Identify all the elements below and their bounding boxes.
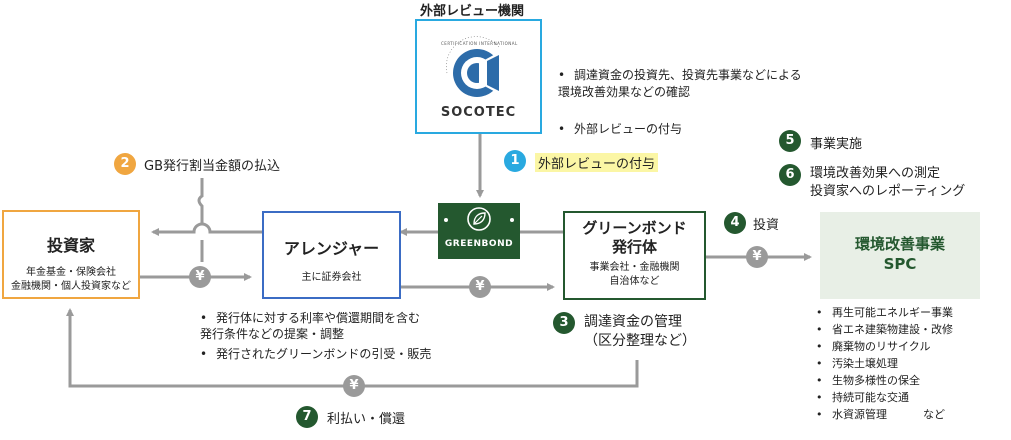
review-org-bullets: 調達資金の投資先、投資先事業などによる 環境改善効果などの確認 外部レビューの付…	[558, 50, 802, 155]
yen-icon-investor-arranger: ¥	[189, 266, 211, 288]
spc-items-suffix: など	[923, 408, 945, 421]
investor-box: 投資家 年金基金・保険会社 金融機関・個人投資家など	[2, 210, 140, 299]
step-7-label: 利払い・償還	[327, 412, 406, 427]
investor-sub: 年金基金・保険会社 金融機関・個人投資家など	[11, 267, 131, 292]
greenbond-dot-right	[510, 218, 514, 222]
arranger-title: アレンジャー	[283, 239, 380, 258]
spc-item-2: 省エネ建築物建設・改修	[816, 321, 953, 338]
arranger-bullets: 発行体に対する利率や償還期間を含む 発行条件などの提案・調整 発行されたグリーン…	[200, 310, 431, 362]
logo-ring-text: CERTIFICATION INTERNATIONAL	[441, 41, 518, 46]
issuer-sub: 事業会社・金融機関 自治体など	[589, 262, 680, 287]
spc-item-7-text: 水資源管理	[832, 408, 887, 421]
review-bullet-2: 外部レビューの付与	[558, 121, 802, 138]
socotec-logo	[446, 36, 501, 97]
step-5-label: 事業実施	[810, 137, 863, 152]
step-1-label: 外部レビューの付与	[535, 153, 659, 172]
step-6-label: 環境改善効果への測定 投資家へのレポーティング	[810, 166, 966, 199]
spc-item-1: 再生可能エネルギー事業	[816, 304, 953, 321]
spc-box: 環境改善事業 SPC	[820, 212, 980, 299]
spc-title: 環境改善事業 SPC	[854, 235, 945, 273]
issuer-title: グリーンボンド 発行体	[582, 219, 687, 256]
review-org-title: 外部レビュー機関	[420, 4, 525, 19]
line-payment-from-label	[197, 178, 204, 224]
spc-item-6: 持続可能な交通	[816, 389, 953, 406]
issuer-box: グリーンボンド 発行体 事業会社・金融機関 自治体など	[563, 211, 706, 300]
arranger-sub: 主に証券会社	[301, 272, 362, 283]
spc-item-4: 汚染土壌処理	[816, 355, 953, 372]
step-3-label: 調達資金の管理 （区分整理など）	[584, 314, 696, 349]
arranger-bullet-2: 発行されたグリーンボンドの引受・販売	[200, 346, 431, 362]
greenbond-dot-left	[444, 218, 448, 222]
leaf-icon	[467, 207, 491, 231]
step-4-badge: 4	[724, 212, 746, 234]
step-5-badge: 5	[779, 130, 801, 152]
logo-name: SOCOTEC	[440, 105, 517, 120]
spc-item-7: 水資源管理 など	[816, 406, 953, 423]
greenbond-badge: GREENBOND	[438, 203, 520, 259]
step-3-badge: 3	[553, 312, 575, 334]
yen-icon-arranger-issuer: ¥	[469, 276, 491, 298]
yen-icon-issuer-spc: ¥	[746, 246, 768, 268]
step-7-badge: 7	[296, 406, 318, 428]
review-bullet-1: 調達資金の投資先、投資先事業などによる 環境改善効果などの確認	[558, 67, 802, 101]
arrow-arranger-to-investor	[151, 222, 262, 236]
investor-title: 投資家	[46, 236, 95, 255]
step-2-badge: 2	[114, 153, 136, 175]
step-4-label: 投資	[753, 218, 780, 233]
step-1-badge: 1	[504, 150, 526, 172]
step-6-badge: 6	[779, 164, 801, 186]
spc-items: 再生可能エネルギー事業 省エネ建築物建設・改修 廃棄物のリサイクル 汚染土壌処理…	[816, 304, 953, 423]
spc-item-3: 廃棄物のリサイクル	[816, 338, 953, 355]
greenbond-label: GREENBOND	[444, 239, 514, 249]
review-org-box: CERTIFICATION INTERNATIONAL SOCOTEC	[415, 19, 542, 134]
step-2-label: GB発行割当金額の払込	[144, 159, 280, 174]
spc-item-5: 生物多様性の保全	[816, 372, 953, 389]
yen-icon-return: ¥	[343, 375, 365, 397]
arranger-bullet-1: 発行体に対する利率や償還期間を含む 発行条件などの提案・調整	[200, 310, 431, 342]
arranger-box: アレンジャー 主に証券会社	[262, 211, 401, 299]
